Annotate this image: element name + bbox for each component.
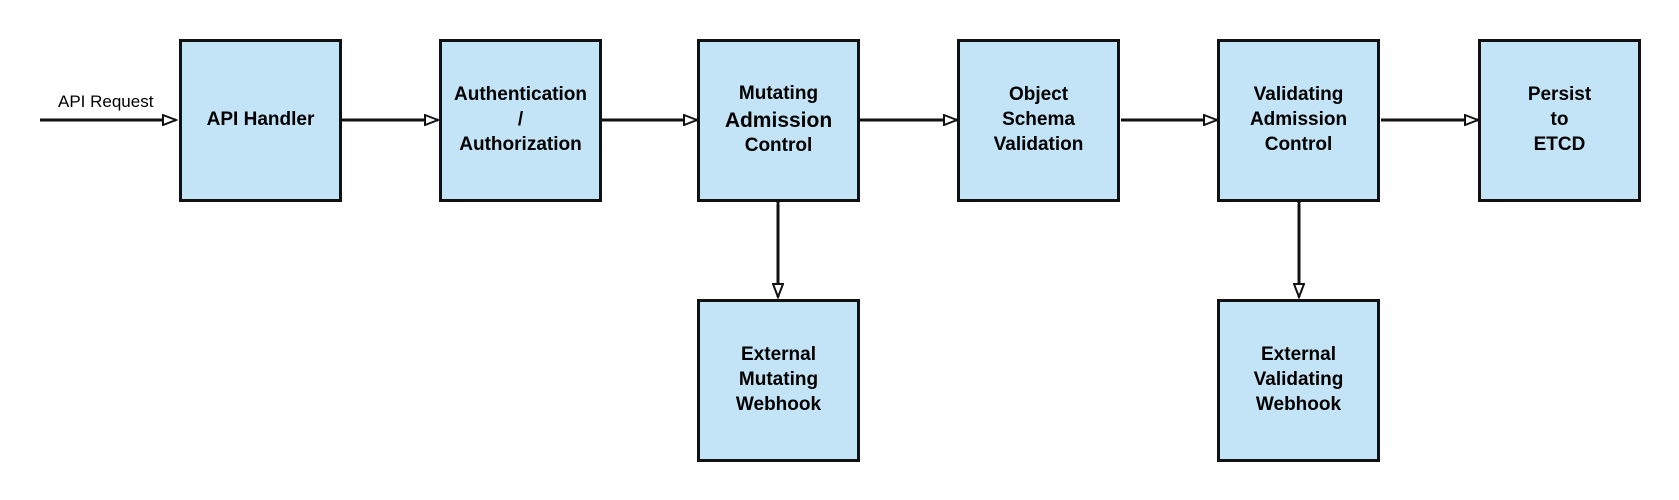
authentication-authorization-label: Authentication / Authorization: [454, 84, 587, 155]
external-validating-webhook-label: External Validating Webhook: [1253, 344, 1344, 415]
object-schema-validation-box: Object Schema Validation: [957, 39, 1120, 202]
validating-admission-control-label: Validating Admission Control: [1249, 84, 1348, 155]
mutating-admission-control-box: Mutating Admission Control: [697, 39, 860, 202]
external-mutating-webhook-box: External Mutating Webhook: [697, 299, 860, 462]
api-handler-label: API Handler: [206, 109, 315, 131]
authentication-authorization-box: Authentication / Authorization: [439, 39, 602, 202]
object-schema-validation-label: Object Schema Validation: [993, 84, 1084, 155]
persist-to-etcd-box: Persist to ETCD: [1478, 39, 1641, 202]
api-handler-box: API Handler: [179, 39, 342, 202]
external-mutating-webhook-label: External Mutating Webhook: [735, 344, 822, 415]
persist-to-etcd-label: Persist to ETCD: [1527, 84, 1592, 155]
external-validating-webhook-box: External Validating Webhook: [1217, 299, 1380, 462]
api-request-label: API Request: [58, 92, 154, 111]
mutating-admission-control-label: Mutating Admission Control: [724, 83, 833, 157]
validating-admission-control-box: Validating Admission Control: [1217, 39, 1380, 202]
